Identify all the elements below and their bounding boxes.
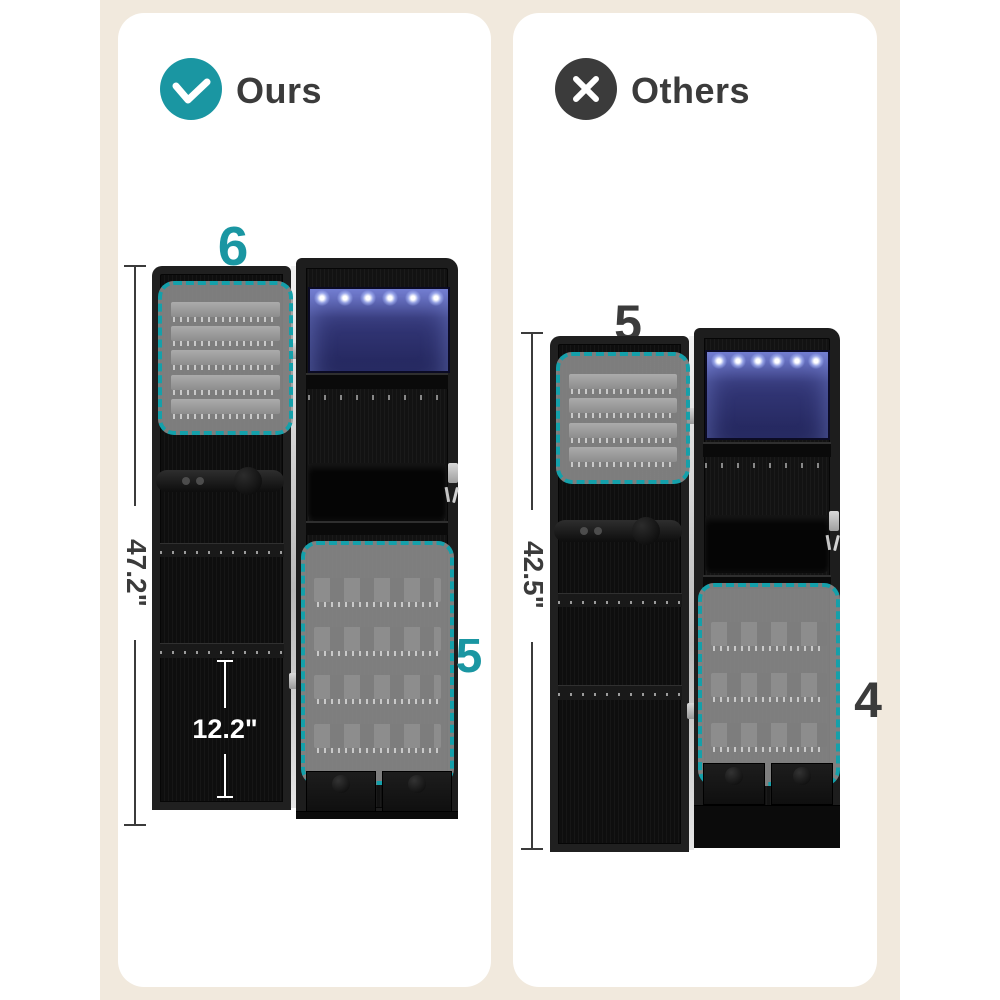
earring-row [171,374,280,395]
others-height-label: 42.5" [518,541,549,609]
led-lights [711,353,824,369]
led-light [405,290,422,306]
comparison-card-ours: Ours 6 47.2" 12.2" [118,13,491,987]
rod-grip [234,467,262,495]
necklace-hooks-row [308,395,446,400]
drawer [306,771,376,813]
ours-height-label: 47.2" [121,539,152,607]
rod-grip [632,517,660,545]
earring-row [171,326,280,347]
earring-rows-highlight [556,352,690,484]
drawer-knob [332,775,350,793]
lock [829,511,839,531]
drawer-knob [408,775,426,793]
bracelet-rod [554,517,682,545]
storage-pouch [308,463,446,521]
shelf [306,373,448,389]
others-shelf-rows-count: 4 [854,672,882,728]
shelf-row [711,672,827,702]
led-light [769,353,786,369]
hinge-plate [687,408,696,424]
earring-row [569,447,677,468]
led-light [807,353,824,369]
led-lights [314,290,444,306]
cabinet-base [694,805,840,848]
hinge-plate [687,703,696,719]
shelf-rows-highlight [698,583,840,786]
comparison-card-others: Others 5 42.5" [513,13,882,987]
check-circle-icon [160,58,222,120]
dimension-line-lower [134,640,136,824]
x-circle-icon [555,58,617,120]
drawer [703,763,765,805]
shelf-row [314,626,441,656]
led-light [314,290,330,306]
led-light [336,290,353,306]
led-light [788,353,805,369]
shelf-row [314,577,441,607]
hinge-plate [289,673,298,689]
drawer [382,771,452,813]
dimension-tick-top [521,332,543,334]
door-hinge [291,266,296,808]
shelf-row [314,675,441,705]
shelf-rows-highlight [301,541,454,785]
drawer-knob [793,767,811,785]
storage-pouch [705,515,829,573]
earring-row [569,373,677,394]
led-light [711,353,727,369]
door-hook-strip [558,685,682,700]
shelf-row [711,723,827,753]
inner-dimension-tick-bottom [217,796,233,798]
others-label: Others [631,70,751,111]
dimension-tick-bottom [124,824,146,826]
earring-row [171,398,280,419]
earring-rows-highlight [158,281,293,435]
cabinet-base [296,811,458,819]
led-light-panel [308,287,450,373]
ours-label: Ours [236,70,323,111]
necklace-hooks-row [705,463,829,468]
inner-dimension-line-upper [224,662,226,708]
bracelet-rod [156,467,284,495]
led-light [749,353,766,369]
door-hook-strip [558,593,682,607]
earring-row [171,302,280,323]
rod-detail [580,527,588,535]
dimension-line-upper [531,334,533,510]
shelf [306,521,448,535]
earring-row [569,398,677,419]
ours-earring-rows-count: 6 [217,215,249,277]
led-light [359,290,376,306]
drawer-knob [725,767,743,785]
drawer [771,763,833,805]
earring-row [171,350,280,371]
door-hinge [689,336,694,850]
lock [448,463,458,483]
led-light [730,353,747,369]
earring-row [569,422,677,443]
shelf-row [314,724,441,754]
inner-dimension-line-lower [224,754,226,796]
shelf [703,442,831,457]
door-hook-strip [160,643,284,658]
ours-inner-height-label: 12.2" [192,714,258,744]
dimension-line-upper [134,267,136,506]
dimension-line-lower [531,642,533,848]
dimension-tick-top [124,265,146,267]
led-light [382,290,399,306]
led-light-panel [705,350,830,440]
rod-detail [182,477,190,485]
shelf-row [711,621,827,651]
ours-shelf-rows-count: 5 [455,630,483,683]
door-hook-strip [160,543,284,557]
inner-dimension-tick-top [217,660,233,662]
hinge-plate [289,343,298,359]
dimension-tick-bottom [521,848,543,850]
led-light [427,290,444,306]
